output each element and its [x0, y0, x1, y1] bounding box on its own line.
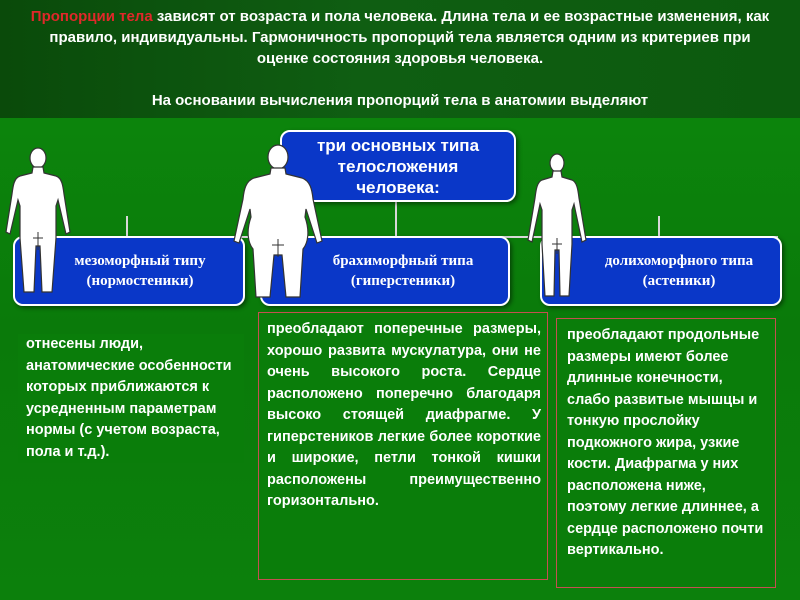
intro-rest: зависят от возраста и пола человека. Дли… — [49, 8, 770, 67]
type-box-dolichomorph: долихоморфного типа (астеники) — [540, 236, 782, 306]
human-silhouette-icon — [527, 153, 587, 297]
type-name: брахиморфный типа — [332, 253, 474, 269]
connector-line — [658, 216, 660, 238]
intro-highlight: Пропорции тела — [30, 8, 153, 25]
title-line-1: три основных типа — [316, 135, 480, 155]
intro-text: Пропорции тела зависят от возраста и пол… — [30, 6, 770, 69]
human-silhouette-icon — [233, 144, 323, 298]
description-dolichomorph: преобладают продольные размеры имеют бол… — [556, 318, 776, 588]
description-brachymorph: преобладают поперечные размеры, хорошо р… — [258, 312, 548, 580]
human-silhouette-icon — [5, 147, 71, 293]
type-subname: (гиперстеники) — [350, 273, 456, 289]
header-band — [0, 0, 800, 118]
title-line-3: человека: — [356, 177, 440, 197]
type-subname: (астеники) — [642, 273, 716, 289]
connector-line — [395, 198, 397, 238]
description-mesomorph: отнесены люди, анатомические особенности… — [18, 334, 244, 463]
connector-line — [126, 216, 128, 238]
title-line-2: телосложения — [337, 156, 459, 176]
type-name: долихоморфного типа — [604, 253, 754, 269]
type-subname: (нормостеники) — [86, 273, 194, 289]
basis-text: На основании вычисления пропорций тела в… — [151, 92, 649, 109]
body-types-title-box: три основных типа телосложения человека: — [280, 130, 516, 202]
type-name: мезоморфный типу — [74, 253, 206, 269]
